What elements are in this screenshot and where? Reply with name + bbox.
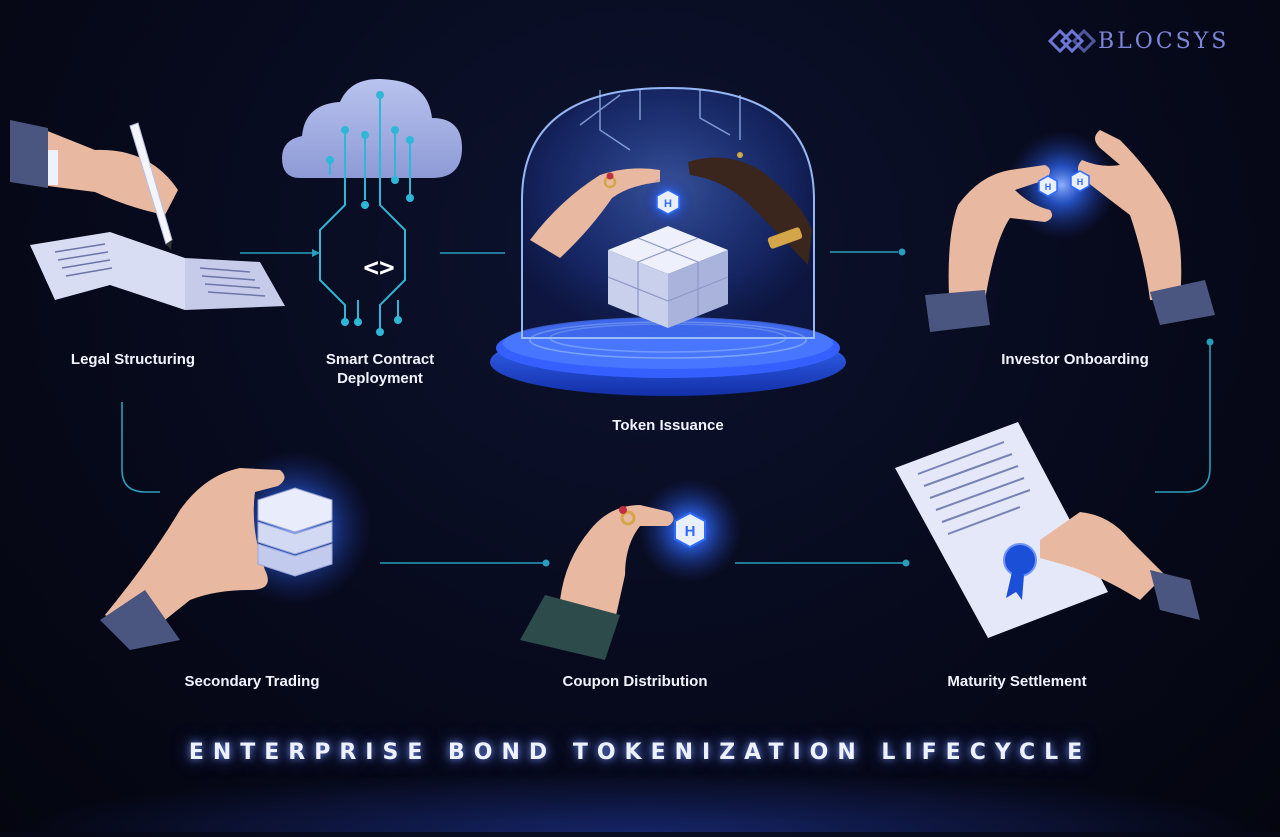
blocsys-logo-icon — [1047, 28, 1097, 54]
step-label-line-1: Smart Contract — [325, 351, 435, 368]
step-label-investor-onboarding: Investor Onboarding — [1001, 351, 1149, 368]
page-title: ENTERPRISE BOND TOKENIZATION LIFECYCLE — [188, 740, 1092, 765]
connector-node — [542, 559, 550, 567]
token-glyph: H — [1045, 182, 1052, 192]
brand: BLOCSYS — [1098, 26, 1229, 56]
connector-onboarding-to-maturity — [1155, 342, 1211, 493]
bottom-glow — [0, 770, 1280, 832]
token-glyph: H — [685, 523, 696, 540]
brand-name: BLOCSYS — [1098, 28, 1230, 54]
coupon-token-icon — [520, 478, 742, 660]
step-label-secondary-trading: Secondary Trading — [184, 673, 320, 690]
code-glyph: <> — [363, 253, 394, 283]
token-glyph: H — [664, 198, 672, 210]
connector-node — [902, 559, 910, 567]
connector-trading-to-legal — [121, 402, 160, 493]
cloud-code-icon — [282, 78, 462, 336]
step-label-line-2: Deployment — [337, 370, 423, 387]
token-hands-icon — [925, 130, 1215, 332]
certificate-icon — [895, 422, 1200, 638]
connector-node — [1206, 338, 1214, 346]
step-label-smart-contract: Smart Contract Deployment — [300, 350, 460, 388]
step-label-token-issuance: Token Issuance — [612, 417, 724, 434]
step-label-legal-structuring: Legal Structuring — [70, 351, 196, 368]
token-glyph: H — [1077, 177, 1084, 187]
connector-node — [898, 248, 906, 256]
token-stack-icon — [100, 450, 372, 650]
connector-lines — [121, 248, 1214, 567]
token-dome-icon — [490, 86, 846, 396]
arrowhead-icon — [312, 249, 320, 257]
contract-signing-icon — [10, 120, 285, 310]
step-label-maturity-settlement: Maturity Settlement — [947, 673, 1087, 690]
step-label-coupon-distribution: Coupon Distribution — [562, 673, 708, 690]
